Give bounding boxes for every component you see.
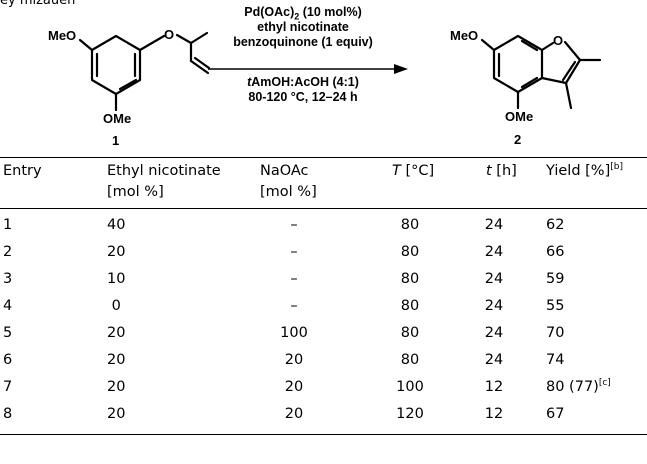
reactant-ether-o-label: O <box>164 27 175 42</box>
cell-naoac: – <box>290 217 298 233</box>
catalyst-loading: (10 mol%) <box>299 5 362 19</box>
cell-naoac: 20 <box>284 379 304 395</box>
temperature-unit: [°C] <box>400 163 435 179</box>
cell-yield: 62 <box>546 217 565 233</box>
cell-time: 24 <box>484 352 504 368</box>
header-time: t [h] <box>486 162 517 181</box>
cell-entry: 2 <box>3 244 13 260</box>
cell-ethyl: 20 <box>107 379 126 395</box>
product-compound-number: 2 <box>514 132 522 147</box>
condition-catalyst: Pd(OAc)2 (10 mol%) <box>198 5 408 25</box>
cell-entry: 5 <box>3 325 13 341</box>
header-entry: Entry <box>3 163 42 179</box>
cell-time: 24 <box>484 271 504 287</box>
condition-temperature-time: 80-120 °C, 12–24 h <box>248 90 358 104</box>
header-naoac-unit: [mol %] <box>260 184 317 200</box>
cell-entry: 4 <box>3 298 13 314</box>
header-naoac: NaOAc <box>260 163 309 179</box>
yield-footnote-marker: [c] <box>598 378 611 388</box>
cell-entry: 8 <box>3 406 13 422</box>
cell-ethyl: 10 <box>107 271 126 287</box>
header-ethyl-nicotinate-unit: [mol %] <box>107 184 164 200</box>
cell-naoac: – <box>290 298 298 314</box>
reactant-compound-number: 1 <box>112 133 120 148</box>
reaction-arrow <box>208 64 408 74</box>
cell-ethyl: 20 <box>107 406 126 422</box>
cell-ethyl: 20 <box>107 325 126 341</box>
product-structure <box>480 34 602 110</box>
reactant-meo-label: MeO <box>48 28 77 43</box>
condition-solvent: tAmOH:AcOH (4:1) <box>198 75 408 90</box>
cell-naoac: – <box>290 244 298 260</box>
time-symbol: t <box>486 163 492 179</box>
cell-time: 24 <box>484 298 504 314</box>
table-header-rule <box>0 208 647 209</box>
condition-oxidant: benzoquinone (1 equiv) <box>233 35 373 49</box>
cell-yield: 55 <box>546 298 565 314</box>
table-top-rule <box>0 157 647 158</box>
reactant-structure <box>78 31 211 112</box>
cell-ethyl: 0 <box>107 298 121 314</box>
cell-temperature: 80 <box>400 298 420 314</box>
cell-ethyl: 20 <box>107 244 126 260</box>
cell-entry: 6 <box>3 352 13 368</box>
time-unit: [h] <box>491 163 517 179</box>
cell-temperature: 120 <box>396 406 424 422</box>
cell-temperature: 80 <box>400 217 420 233</box>
cell-yield: 67 <box>546 406 565 422</box>
yield-label: Yield [%] <box>546 163 611 179</box>
product-ome-label: OMe <box>505 109 534 124</box>
scheme-bonds <box>78 31 602 112</box>
cell-naoac: – <box>290 271 298 287</box>
cell-temperature: 80 <box>400 325 420 341</box>
cell-temperature: 80 <box>400 271 420 287</box>
catalyst-text: Pd(OAc) <box>244 5 295 19</box>
cell-yield: 66 <box>546 244 565 260</box>
yield-footnote-marker: [b] <box>610 162 623 172</box>
cell-time: 24 <box>484 217 504 233</box>
header-ethyl-nicotinate: Ethyl nicotinate <box>107 163 221 179</box>
solvent-italic-prefix: t <box>247 75 252 89</box>
reactant-ome-label: OMe <box>103 111 132 126</box>
cell-yield: 59 <box>546 271 565 287</box>
cell-yield: 70 <box>546 325 565 341</box>
catalyst-subscript: 2 <box>294 11 300 22</box>
cell-temperature: 100 <box>396 379 424 395</box>
cell-ethyl: 20 <box>107 352 126 368</box>
header-yield: Yield [%][b] <box>546 162 623 181</box>
cell-temperature: 80 <box>400 352 420 368</box>
table-bottom-rule <box>0 434 647 435</box>
product-ring-o-label: O <box>553 33 564 48</box>
yield-value: 80 (77) <box>546 379 599 395</box>
cell-naoac: 20 <box>284 406 304 422</box>
clipped-caption-text: ey mizauen <box>0 0 76 8</box>
cell-naoac: 100 <box>280 325 308 341</box>
product-meo-label: MeO <box>450 28 479 43</box>
cell-time: 12 <box>484 379 504 395</box>
cell-yield: 74 <box>546 352 565 368</box>
cell-entry: 3 <box>3 271 13 287</box>
cell-time: 24 <box>484 244 504 260</box>
cell-yield: 80 (77)[c] <box>546 378 611 397</box>
cell-temperature: 80 <box>400 244 420 260</box>
temperature-symbol: T <box>392 163 401 179</box>
cell-time: 12 <box>484 406 504 422</box>
condition-ligand: ethyl nicotinate <box>257 20 349 34</box>
cell-entry: 7 <box>3 379 13 395</box>
cell-ethyl: 40 <box>107 217 126 233</box>
cell-time: 24 <box>484 325 504 341</box>
cell-naoac: 20 <box>284 352 304 368</box>
cell-entry: 1 <box>3 217 13 233</box>
header-temperature: T [°C] <box>392 162 434 181</box>
reaction-scheme: MeO O OMe 1 Pd(OAc)2 (10 mol%) ethyl nic… <box>0 0 647 180</box>
solvent-text: AmOH:AcOH (4:1) <box>251 75 359 89</box>
